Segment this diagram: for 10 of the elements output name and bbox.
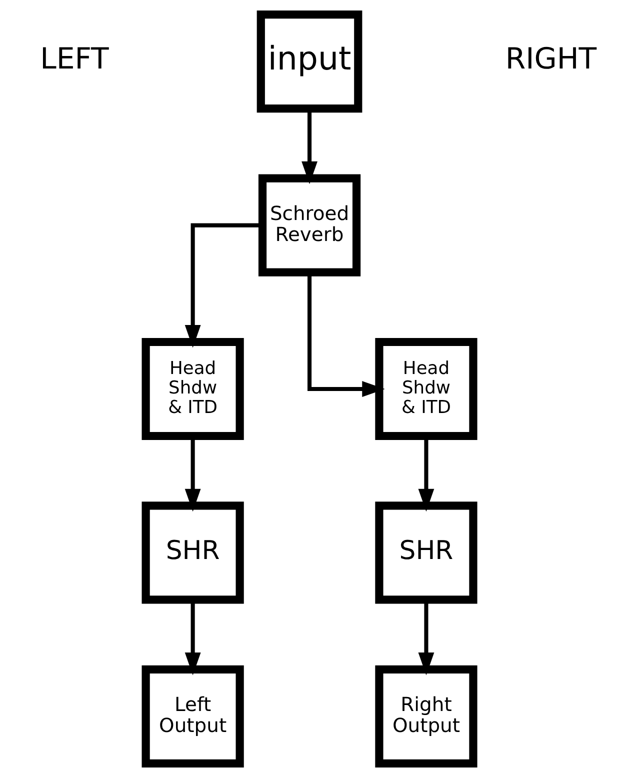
label: LEFT xyxy=(40,42,109,76)
node-box: Left Output xyxy=(142,665,244,768)
node-box: SHR xyxy=(142,502,244,604)
node-box: Right Output xyxy=(375,665,478,768)
node-box: Head Shdw & ITD xyxy=(375,338,478,440)
node-box: SHR xyxy=(375,502,478,604)
node-box: input xyxy=(256,10,362,113)
node-box: Schroed Reverb xyxy=(258,174,361,276)
node-box: Head Shdw & ITD xyxy=(142,338,244,440)
label: RIGHT xyxy=(505,42,597,76)
